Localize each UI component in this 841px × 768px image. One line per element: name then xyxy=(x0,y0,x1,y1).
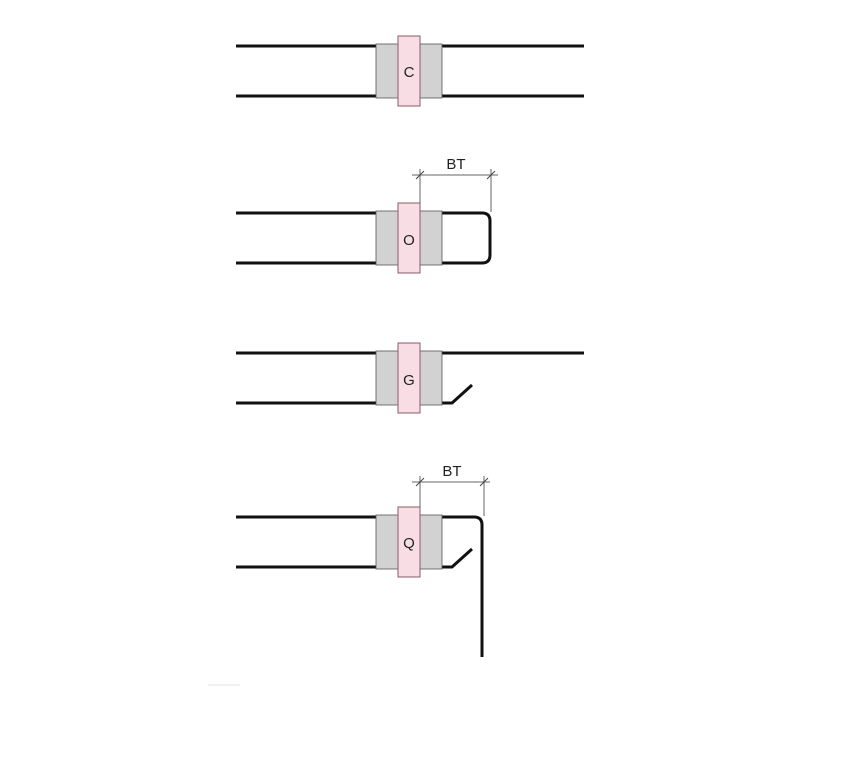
coupler-box xyxy=(397,35,421,107)
detail-c: C xyxy=(236,35,584,107)
dimension-label: BT xyxy=(446,156,465,173)
dimension-tick-left xyxy=(415,477,425,487)
dimension-tick-right xyxy=(486,170,496,180)
coupler-label: C xyxy=(404,64,415,81)
dimension-label: BT xyxy=(442,463,461,480)
coupler-label: O xyxy=(403,232,415,249)
dimension-tick-left xyxy=(415,170,425,180)
sleeve-left xyxy=(375,43,399,99)
coupler-box xyxy=(397,342,421,414)
sleeve-left xyxy=(375,210,399,266)
sleeve-right xyxy=(419,514,443,570)
coupler-box xyxy=(397,202,421,274)
detail-q: Q BT xyxy=(236,463,490,657)
corner-bent-bar xyxy=(420,515,484,657)
detail-g: G xyxy=(236,342,584,414)
sleeve-right xyxy=(419,43,443,99)
u-bend-bar xyxy=(420,211,492,265)
sleeve-right xyxy=(419,350,443,406)
detail-o: O BT xyxy=(236,156,498,274)
sleeve-right xyxy=(419,210,443,266)
coupler-label: G xyxy=(403,372,415,389)
coupler-box xyxy=(397,506,421,578)
sleeve-left xyxy=(375,514,399,570)
coupler-label: Q xyxy=(403,535,415,552)
sleeve-left xyxy=(375,350,399,406)
dimension-tick-right xyxy=(479,477,489,487)
